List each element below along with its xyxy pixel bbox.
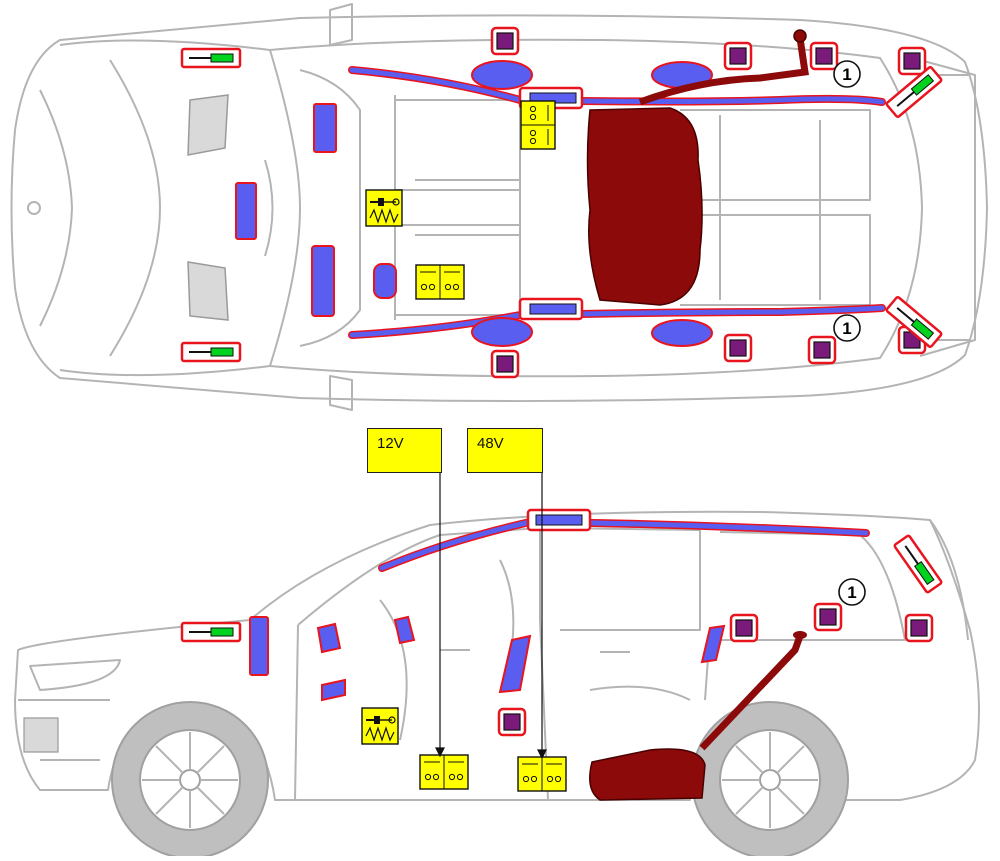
gas-strut-icon <box>180 47 242 69</box>
fuel-tank-icon <box>586 29 809 306</box>
leader-lines <box>435 472 547 760</box>
battery-icon <box>419 754 469 790</box>
svg-text:1: 1 <box>842 319 851 338</box>
gas-strut-icon <box>180 621 242 643</box>
fuel-tank-icon <box>589 631 807 801</box>
sensor-icon <box>723 333 753 363</box>
sensor-icon <box>490 349 520 379</box>
sensor-icon <box>904 613 934 643</box>
wheel <box>111 701 849 859</box>
voltage-label-48v: 48V <box>467 428 543 473</box>
sensor-icon <box>723 41 753 71</box>
voltage-label-12v: 12V <box>367 428 442 473</box>
gas-strut-icon <box>180 341 242 363</box>
curtain-inflator-icon <box>518 86 584 321</box>
voltage-label-48v-text: 48V <box>477 435 504 452</box>
sensor-icon <box>897 46 927 76</box>
marker-1-badge: 1 <box>838 578 866 606</box>
sensor-icon <box>813 602 843 632</box>
svg-text:1: 1 <box>847 583 856 602</box>
sensor-icon <box>490 26 520 56</box>
hv-connector-icon <box>365 189 403 227</box>
airbag-icon <box>249 615 726 702</box>
sensor-icon <box>729 613 759 643</box>
sensor-icon <box>497 707 527 737</box>
gas-strut-icon <box>892 533 944 595</box>
curtain-airbag-icon <box>378 508 870 572</box>
sensor-icon <box>809 41 839 71</box>
side-grille <box>23 717 59 753</box>
marker-1-badge: 1 <box>833 60 861 88</box>
voltage-label-12v-text: 12V <box>377 435 404 452</box>
top-view <box>10 3 988 411</box>
hv-connector-icon <box>361 707 399 745</box>
battery-icon <box>517 756 567 792</box>
airbag-icon <box>235 60 713 347</box>
battery-icon <box>415 100 556 300</box>
top-view-vents <box>187 94 229 321</box>
sensor-icon <box>807 335 837 365</box>
svg-text:1: 1 <box>842 65 851 84</box>
marker-1-badge: 1 <box>833 314 861 342</box>
